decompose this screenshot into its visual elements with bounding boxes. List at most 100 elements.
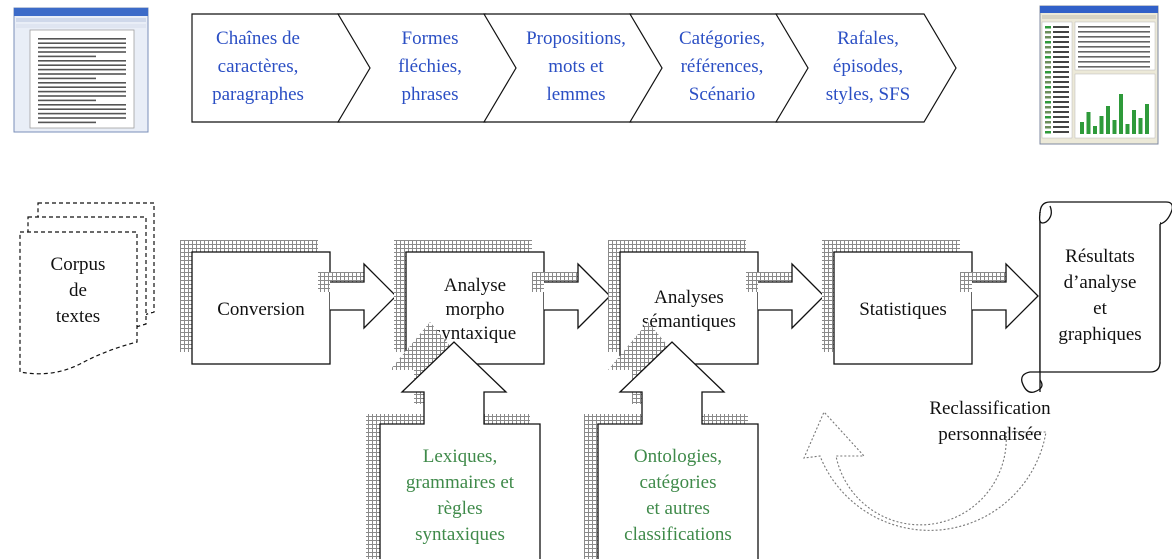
label-line: morpho bbox=[445, 299, 504, 320]
list-item-icon bbox=[1045, 81, 1051, 84]
text-line bbox=[38, 117, 126, 119]
thumb-bar bbox=[1125, 124, 1130, 134]
text-line bbox=[38, 38, 126, 40]
list-item-icon bbox=[1045, 31, 1051, 34]
list-item-text bbox=[1053, 101, 1069, 103]
stage-box-3: Analyses sémantiques bbox=[608, 240, 825, 365]
text-line bbox=[38, 99, 96, 102]
stage-box-2: Analyse morpho syntaxique bbox=[394, 240, 611, 365]
chevron-3: Propositions, mots et lemmes bbox=[482, 13, 665, 123]
info-line bbox=[1078, 31, 1150, 33]
chevron-5: Rafales,épisodes,styles, SFS bbox=[774, 13, 957, 123]
list-item-icon bbox=[1045, 36, 1051, 39]
list-item-text bbox=[1053, 91, 1069, 93]
list-item-icon bbox=[1045, 96, 1051, 99]
label-line: de bbox=[69, 280, 87, 301]
label-line: Analyses bbox=[654, 287, 724, 308]
thumb-bar bbox=[1145, 104, 1149, 134]
list-item-icon bbox=[1045, 126, 1051, 129]
list-item-text bbox=[1053, 86, 1069, 88]
text-line bbox=[38, 121, 96, 124]
chevron-label: Catégories,références,Scénario bbox=[679, 28, 765, 105]
label-line: sémantiques bbox=[642, 311, 736, 332]
list-item-icon bbox=[1045, 66, 1051, 69]
chevron-shape bbox=[774, 13, 957, 123]
list-item-text bbox=[1053, 31, 1069, 33]
results-scroll: Résultats d’analyse et graphiques bbox=[1021, 201, 1172, 393]
thumb-bar bbox=[1093, 126, 1097, 134]
list-item-text bbox=[1053, 116, 1069, 118]
text-line bbox=[38, 112, 126, 115]
label-line: Scénario bbox=[689, 84, 755, 105]
chevron-label: Propositions, mots et lemmes bbox=[526, 28, 626, 105]
arrow-shadow bbox=[390, 322, 470, 404]
thumb-bar bbox=[1099, 116, 1104, 134]
text-line bbox=[38, 90, 126, 93]
thumb-bar bbox=[1138, 118, 1143, 134]
label-line: Formes bbox=[402, 28, 459, 49]
list-item-text bbox=[1053, 71, 1069, 73]
info-line bbox=[1078, 46, 1150, 48]
label-line: syntaxique bbox=[434, 323, 516, 344]
list-item-icon bbox=[1045, 131, 1051, 134]
label-line: Propositions, bbox=[526, 28, 626, 49]
label-line: d’analyse bbox=[1064, 272, 1137, 293]
info-line bbox=[1078, 61, 1150, 63]
list-item-icon bbox=[1045, 26, 1051, 29]
info-line bbox=[1078, 56, 1150, 58]
list-item-text bbox=[1053, 76, 1069, 78]
text-line bbox=[38, 86, 126, 88]
right-arrow bbox=[972, 262, 1039, 330]
label-line: Résultats bbox=[1065, 246, 1135, 267]
list-item-icon bbox=[1045, 111, 1051, 114]
label-line: Analyse bbox=[444, 275, 506, 296]
list-item-text bbox=[1053, 26, 1069, 28]
info-line bbox=[1078, 51, 1150, 53]
list-item-text bbox=[1053, 56, 1069, 58]
results-screenshot-thumbnail bbox=[1039, 5, 1159, 145]
list-item-icon bbox=[1045, 51, 1051, 54]
list-item-icon bbox=[1045, 71, 1051, 74]
thumb-bar bbox=[1080, 122, 1084, 134]
label-line: Rafales, bbox=[837, 28, 899, 49]
stage-label: Analyses sémantiques bbox=[642, 287, 736, 332]
label-line: textes bbox=[56, 306, 100, 327]
stage-label: Statistiques bbox=[859, 299, 947, 320]
label-line: caractères, bbox=[218, 56, 299, 77]
list-item-icon bbox=[1045, 86, 1051, 89]
label-line: Lexiques, bbox=[423, 446, 497, 467]
list-item-text bbox=[1053, 61, 1069, 63]
list-item-icon bbox=[1045, 116, 1051, 119]
list-item-text bbox=[1053, 96, 1069, 98]
stage-label: Analyse morpho syntaxique bbox=[434, 275, 516, 344]
label-line: Corpus bbox=[51, 254, 106, 275]
text-line bbox=[38, 55, 96, 58]
label-line: et autres bbox=[646, 498, 710, 519]
label-line: Chaînes de bbox=[216, 28, 300, 49]
list-item-icon bbox=[1045, 56, 1051, 59]
corpus-documents-icon: Corpus de textes bbox=[19, 202, 155, 375]
label-line: personnalisée bbox=[938, 424, 1041, 445]
stage-box-4: Statistiques bbox=[822, 240, 1039, 365]
list-item-text bbox=[1053, 66, 1069, 68]
thumb-bar bbox=[1106, 106, 1110, 134]
list-item-text bbox=[1053, 106, 1069, 108]
list-item-text bbox=[1053, 51, 1069, 53]
results-label: Résultats d’analyse et graphiques bbox=[1058, 246, 1141, 345]
up-arrow-box bbox=[597, 341, 759, 559]
label-line: graphiques bbox=[1058, 324, 1141, 345]
list-item-text bbox=[1053, 41, 1069, 43]
label-line: mots et bbox=[548, 56, 604, 77]
text-line bbox=[38, 64, 126, 66]
label-line: lemmes bbox=[546, 84, 605, 105]
label-line: références, bbox=[681, 56, 764, 77]
label-line: et bbox=[1093, 298, 1107, 319]
text-line bbox=[38, 51, 126, 53]
